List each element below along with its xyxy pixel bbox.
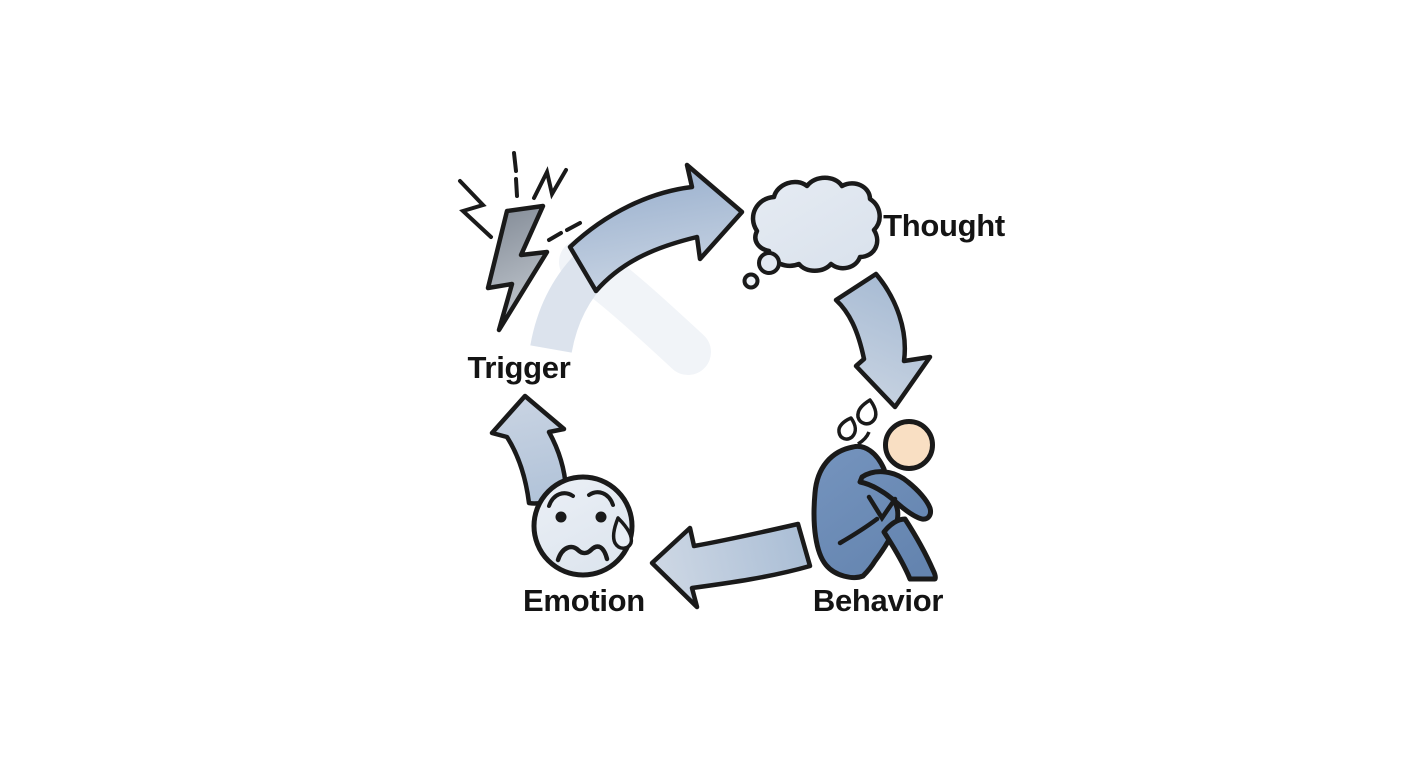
behavior-label: Behavior	[813, 583, 943, 618]
arrow-body	[649, 521, 813, 610]
person-arm	[857, 469, 933, 522]
arrow-body	[833, 271, 933, 410]
lightning-bolt-shape	[485, 203, 550, 333]
person-leg	[881, 516, 938, 582]
arrow-thought-to-behavior	[833, 271, 933, 410]
sad-face-icon	[531, 474, 635, 578]
thought-label: Thought	[883, 208, 1005, 243]
tear-drop	[611, 516, 634, 550]
spark-lines	[458, 151, 582, 242]
sitting-person-icon	[811, 398, 938, 582]
thought-trail-bubble-small	[742, 272, 760, 290]
face-circle	[531, 474, 635, 578]
face-eyebrows	[547, 490, 615, 508]
thought-cloud-shape	[750, 175, 882, 273]
arrow-body	[567, 162, 745, 294]
arrow-trigger-to-thought	[567, 162, 745, 294]
emotion-label: Emotion	[523, 583, 645, 618]
trigger-label: Trigger	[468, 350, 571, 385]
person-limb-lines	[837, 494, 898, 546]
arrow-behavior-to-emotion	[649, 521, 813, 610]
left-eye	[555, 511, 567, 523]
thought-bubble-icon	[742, 175, 882, 290]
lightning-icon	[458, 151, 582, 333]
frown-mouth	[555, 544, 610, 563]
thought-trail-bubble-medium	[757, 251, 781, 275]
right-eye	[595, 511, 607, 523]
sweat-drops-icon	[837, 398, 878, 446]
person-head	[883, 419, 935, 471]
